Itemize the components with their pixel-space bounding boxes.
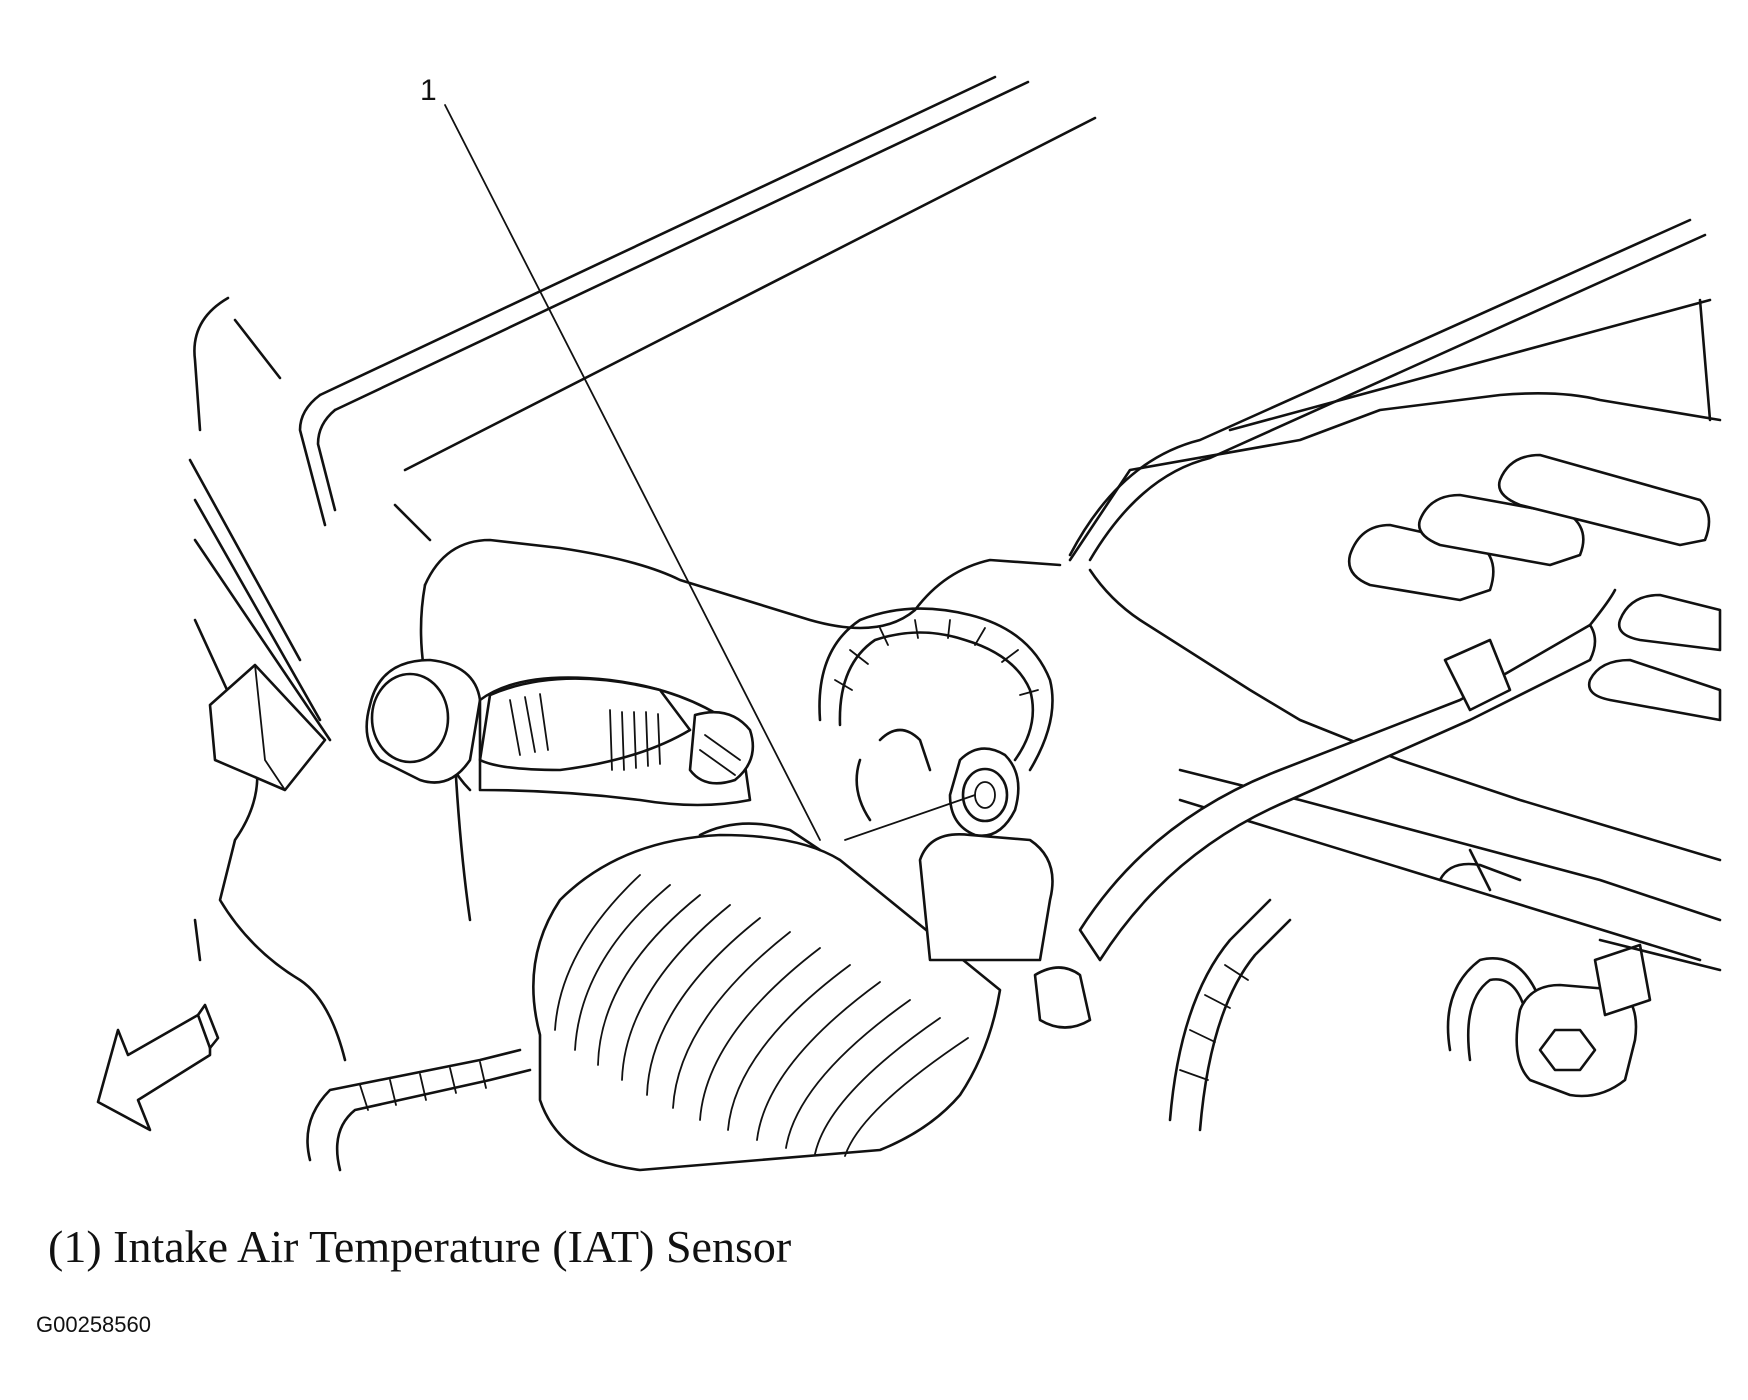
vacuum-hose [1033, 588, 1617, 1029]
intake-plenum [1068, 392, 1722, 962]
callout-leader [444, 104, 976, 841]
legend-item: (1) Intake Air Temperature (IAT) Sensor [48, 1221, 792, 1272]
hood-edge [298, 75, 1097, 527]
right-hood-edge [1068, 218, 1712, 562]
engine-compartment-illustration [96, 75, 1722, 1172]
lower-right-hardware [1438, 848, 1722, 1098]
air-cleaner-housing [365, 538, 1062, 922]
left-fender [188, 296, 432, 1062]
corrugated-hose [532, 822, 1002, 1172]
figure-id: G00258560 [36, 1312, 151, 1337]
wiring-harness-lower [306, 898, 1542, 1172]
intake-duct [478, 676, 755, 807]
intake-air-temperature-sensor [818, 607, 1054, 962]
callout-number: 1 [420, 74, 437, 107]
front-arrow-icon [96, 1003, 220, 1132]
